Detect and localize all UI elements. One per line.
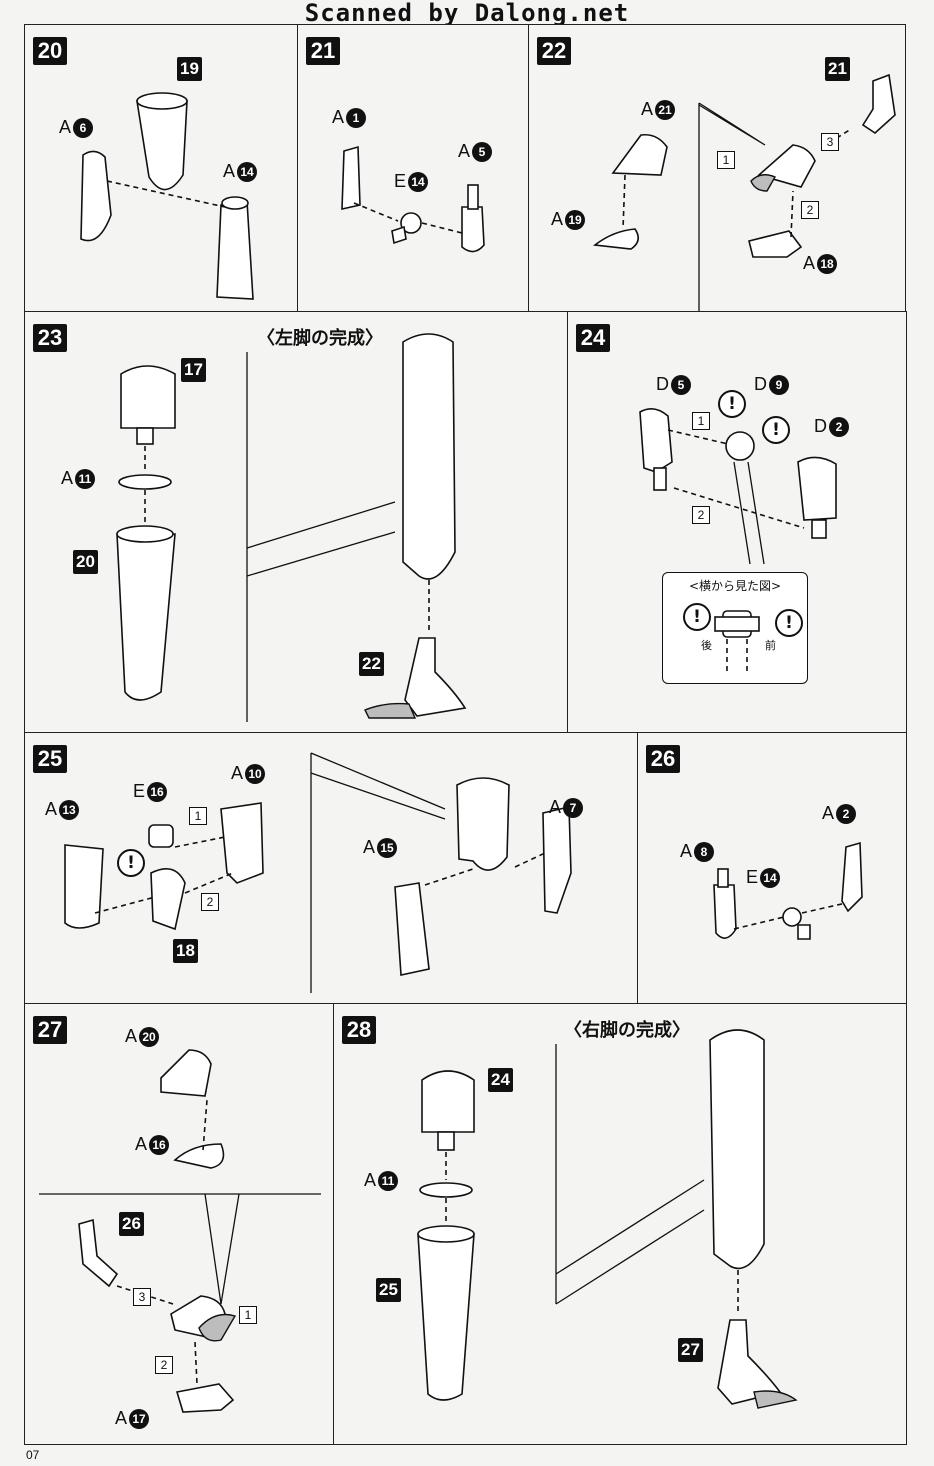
step-number: 26: [646, 745, 680, 773]
order-box: 2: [201, 893, 219, 911]
order-box: 2: [801, 201, 819, 219]
part-ref-22: 22: [359, 652, 384, 676]
part-ref-19: 19: [177, 57, 202, 81]
panel-title: 〈右脚の完成〉: [564, 1020, 690, 1041]
back-label: 後: [701, 639, 712, 652]
order-box: 2: [692, 506, 710, 524]
part-ref-20: 20: [73, 550, 98, 574]
part-ref-26: 26: [119, 1212, 144, 1236]
part-ref-25: 25: [376, 1278, 401, 1302]
part-ref-17: 17: [181, 358, 206, 382]
caution-icon: !: [762, 416, 790, 444]
order-box: 1: [717, 151, 735, 169]
front-label: 前: [765, 639, 776, 652]
step-number: 23: [33, 324, 67, 352]
step-number: 27: [33, 1016, 67, 1044]
page-number: 07: [26, 1448, 40, 1462]
caution-icon: !: [683, 603, 711, 631]
panel-21-illustration: [341, 145, 485, 253]
order-box: 2: [155, 1356, 173, 1374]
side-view-title: <横から見た図>: [688, 579, 782, 593]
panel-25-illustration: [64, 752, 572, 993]
order-box: 1: [692, 412, 710, 430]
panel-27-illustration: [39, 1049, 321, 1413]
step-number: 20: [33, 37, 67, 65]
part-ref-24: 24: [488, 1068, 513, 1092]
watermark-header: Scanned by Dalong.net: [304, 0, 630, 27]
step-number: 28: [342, 1016, 376, 1044]
part-ref-27: 27: [678, 1338, 703, 1362]
caution-icon: !: [718, 390, 746, 418]
step-number: 21: [306, 37, 340, 65]
order-box: 1: [239, 1306, 257, 1324]
panel-28-illustration: [417, 1029, 798, 1409]
order-box: 3: [133, 1288, 151, 1306]
panel-title: 〈左脚の完成〉: [257, 328, 383, 349]
side-view-inset: <横から見た図> ! ! 後 前: [662, 572, 808, 684]
panel-20-illustration: [80, 92, 254, 300]
part-ref-21: 21: [825, 57, 850, 81]
panel-26-illustration: [713, 841, 863, 940]
panel-23-illustration: [116, 333, 467, 722]
step-number: 24: [576, 324, 610, 352]
step-number: 25: [33, 745, 67, 773]
caution-icon: !: [117, 849, 145, 877]
order-box: 3: [821, 133, 839, 151]
side-view-illustration: [714, 610, 760, 673]
caution-icon: !: [775, 609, 803, 637]
order-box: 1: [189, 807, 207, 825]
part-ref-18: 18: [173, 939, 198, 963]
step-number: 22: [537, 37, 571, 65]
panel-24-illustration: [639, 408, 837, 565]
